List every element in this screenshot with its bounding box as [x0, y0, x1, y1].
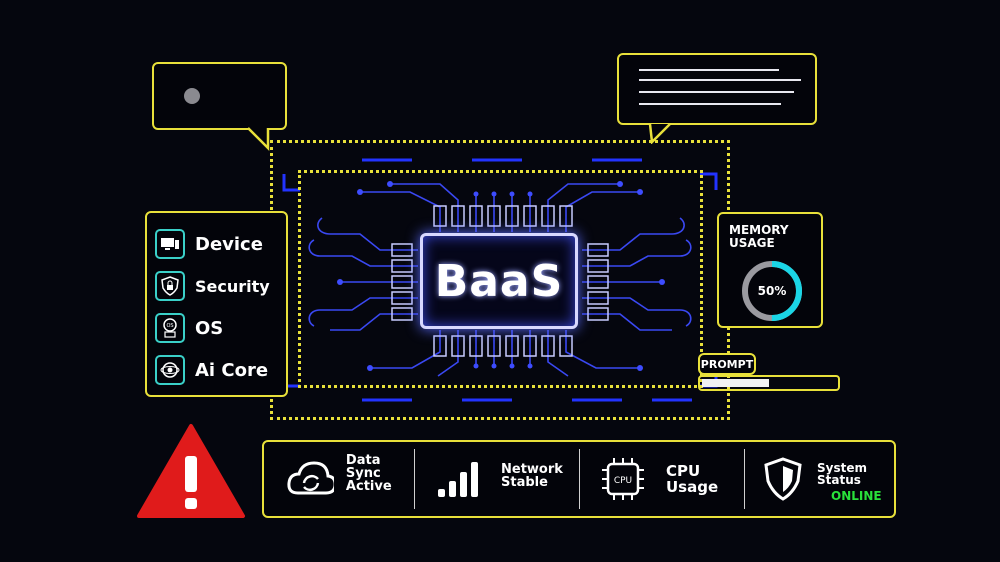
memory-gauge-arc: [742, 261, 802, 321]
circuit-traces-icon: [308, 181, 692, 377]
bubble-text-line: [639, 79, 801, 81]
status-line2: Active: [345, 478, 392, 494]
menu-item-label: Security: [195, 276, 270, 296]
board-inner-frame: [298, 170, 703, 388]
divider: [744, 449, 745, 509]
board-blue-corners: [282, 158, 718, 402]
os-icon: OS: [155, 313, 185, 343]
menu-item-label: Ai Core: [195, 359, 269, 381]
speech-bubble-left: [152, 62, 287, 130]
menu-item-os[interactable]: OS OS: [155, 307, 278, 349]
memory-usage-panel: MEMORY USAGE 50%: [717, 212, 823, 328]
ai-core-icon: [155, 355, 185, 385]
status-bar: Data Sync Active Network Stable CPU: [262, 440, 896, 518]
feature-menu: Device Security OS OS Ai Core: [145, 211, 288, 397]
memory-title-line2: USAGE: [729, 236, 775, 250]
shield-check-icon: [764, 457, 802, 501]
prompt-label: PROMPT: [698, 353, 756, 375]
status-network: Network Stable: [415, 449, 579, 509]
menu-item-label: OS: [195, 317, 224, 339]
prompt-progress-bar: [698, 375, 840, 391]
device-icon: [155, 229, 185, 259]
status-line2: Usage: [666, 478, 719, 496]
cpu-icon: CPU: [602, 458, 644, 500]
warning-icon: [137, 424, 245, 518]
cpu-icon-text: CPU: [614, 476, 632, 486]
status-line1: Data Sync: [345, 452, 381, 481]
memory-gauge: 50%: [739, 258, 805, 328]
chip-title: BaaS: [434, 255, 564, 307]
status-data-sync: Data Sync Active: [264, 449, 414, 509]
status-line1: CPU: [666, 462, 701, 480]
status-cpu: CPU CPU Usage: [580, 449, 744, 509]
status-line1: Network: [501, 462, 563, 477]
status-system: System Status ONLINE: [745, 449, 893, 509]
baas-chip: BaaS: [420, 233, 578, 329]
divider: [579, 449, 580, 509]
memory-title: MEMORY USAGE: [729, 224, 811, 250]
speech-bubble-right: [617, 53, 817, 125]
bubble-dot-icon: [184, 88, 200, 104]
signal-bars-icon: [438, 462, 478, 497]
cloud-sync-icon: [287, 461, 334, 495]
status-line2: Status: [817, 473, 861, 487]
memory-title-line1: MEMORY: [729, 223, 789, 237]
menu-item-device[interactable]: Device: [155, 223, 278, 265]
menu-item-security[interactable]: Security: [155, 265, 278, 307]
prompt-progress-fill: [702, 379, 769, 387]
status-line1: System: [817, 461, 867, 475]
bubble-text-line: [639, 69, 779, 71]
bubble-left-tail: [247, 127, 270, 152]
status-online-badge: ONLINE: [831, 489, 882, 503]
menu-item-label: Device: [195, 233, 263, 255]
divider: [414, 449, 415, 509]
menu-item-ai-core[interactable]: Ai Core: [155, 349, 278, 391]
bubble-text-line: [639, 91, 794, 93]
svg-text:OS: OS: [166, 323, 173, 329]
security-shield-icon: [155, 271, 185, 301]
memory-value: 50%: [757, 284, 787, 298]
status-line2: Stable: [501, 475, 548, 490]
bubble-text-line: [639, 103, 781, 105]
